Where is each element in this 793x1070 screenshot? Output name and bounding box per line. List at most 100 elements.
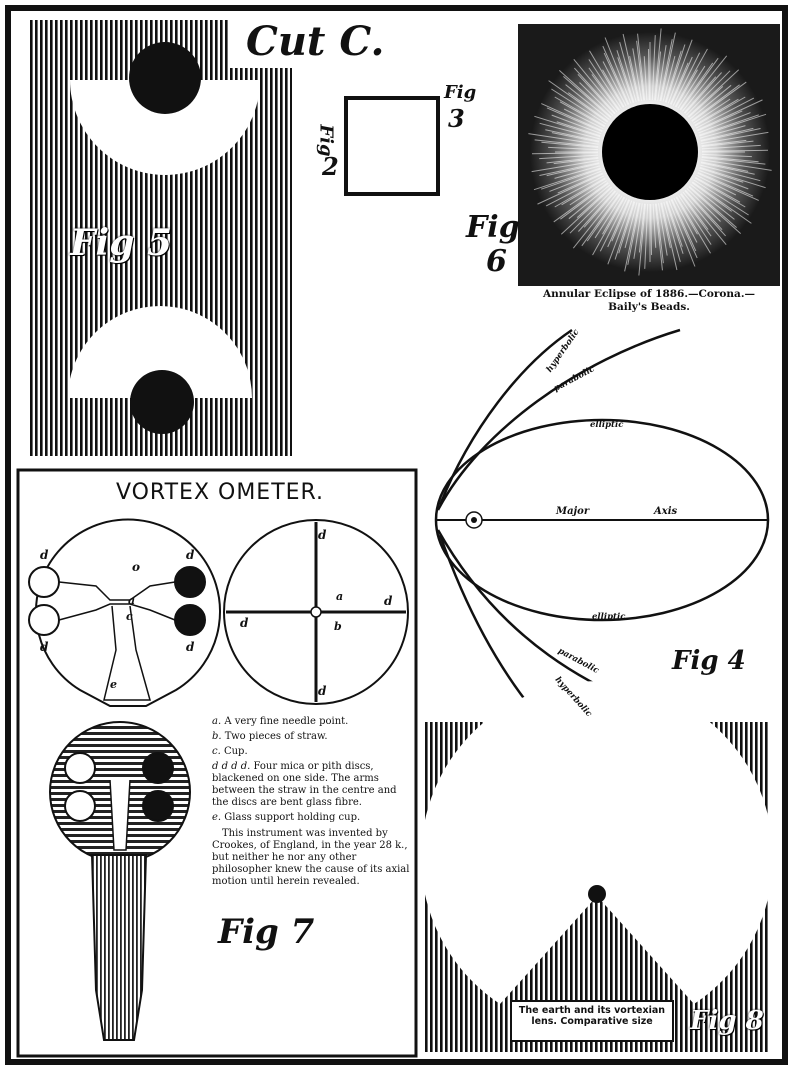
right-d-bottom: d [318,684,327,698]
corona-ray [563,75,612,119]
corona-ray [554,96,606,127]
corona-ray [673,197,698,243]
corona-ray [559,101,605,128]
corona-ray [624,202,640,272]
corona-ray [658,203,668,256]
corona-ray [687,69,740,117]
corona-ray [569,180,607,206]
corona-ray [699,167,744,183]
corona-ray [614,201,635,260]
corona-ray [697,172,759,201]
corona-ray [560,187,613,235]
legend-key: d d d d. [212,761,251,772]
legend-item-e: e. Glass support holding cup. [212,812,412,824]
earth-caption: The earth and its vortexian lens. Compar… [510,1000,674,1042]
legend-text: Two pieces of straw. [224,731,328,742]
corona-ray [539,162,600,176]
fig4-label: Fig 4 [672,646,746,676]
corona-ray [647,49,650,101]
corona-ray [546,163,600,177]
corona-ray [686,188,721,222]
corona-ray [698,169,749,190]
right-d-top: d [318,528,327,542]
corona-ray [654,28,662,101]
corona-ray [554,177,606,208]
corona-ray [546,156,599,164]
corona-ray [619,41,637,103]
corona-ray [680,57,719,111]
corona-ray [559,69,612,118]
orbit-label-bottom-elliptic: elliptic [592,612,626,622]
corona-ray [683,76,717,114]
corona-ray [695,176,741,203]
corona-ray [696,174,737,196]
orbit-label-top-elliptic: elliptic [590,420,624,430]
vortex-legend: a. A very fine needle point. b. Two piec… [212,716,412,891]
corona-ray [554,165,601,179]
corona-ray [594,195,623,239]
corona-ray [633,203,643,259]
corona-ray [581,193,620,247]
corona-ray [602,45,630,105]
corona-ray [655,203,664,264]
legend-key: b. [212,731,222,742]
corona-ray [678,195,712,245]
corona-ray [688,185,737,229]
corona-ray [659,39,673,102]
corona-ray [670,199,698,259]
left-e: e [110,678,117,691]
corona-ray [671,198,697,252]
corona-ray [551,88,607,125]
corona-ray [599,198,628,252]
corona-ray [693,98,731,124]
corona-ray [532,152,599,155]
corona-ray [664,50,682,103]
legend-key: c. [212,746,221,757]
fig7-label: Fig 7 [218,912,315,952]
corona-ray [652,203,657,248]
corona-ray [588,67,620,111]
corona-ray [557,172,603,194]
corona-ray [565,84,610,120]
corona-ray [541,168,601,190]
right-d-right: d [384,594,393,608]
fig3-number: 3 [448,104,465,133]
corona-ray [700,128,761,142]
corona-ray [688,86,724,118]
corona-ray [573,58,618,113]
corona-ray [539,154,599,160]
fig4-orbits [434,328,770,741]
corona-ray [579,82,614,116]
corona-ray [699,113,767,137]
legend-key: a. [212,716,222,727]
corona-ray [534,139,599,148]
corona-ray [692,181,752,224]
corona-ray [682,55,728,112]
corona-ray [632,48,642,101]
corona-ray [697,110,743,132]
corona-ray [622,33,639,102]
corona-ray [588,59,622,109]
corona-ray [539,122,600,140]
corona-ray [617,57,634,103]
corona-ray [568,184,611,220]
corona-ray [654,203,663,271]
corona-ray [700,161,749,172]
eclipse-image [518,24,780,286]
corona-ray [607,200,633,265]
corona-ray [551,114,602,135]
corona-ray [665,44,686,103]
corona-ray [602,69,625,108]
corona-ray [689,84,732,120]
corona-ray [548,146,599,151]
corona-ray [684,72,722,114]
eclipse-caption-line2: Baily's Beads. [608,301,690,313]
vortex-title: VORTEX OMETER. [115,480,325,505]
vortex-left-diagram [28,518,221,707]
corona-ray [574,67,616,114]
corona-ray [548,80,608,123]
corona-ray [586,194,621,242]
corona-ray [638,203,646,253]
corona-ray [537,173,604,205]
corona-ray [627,202,641,265]
